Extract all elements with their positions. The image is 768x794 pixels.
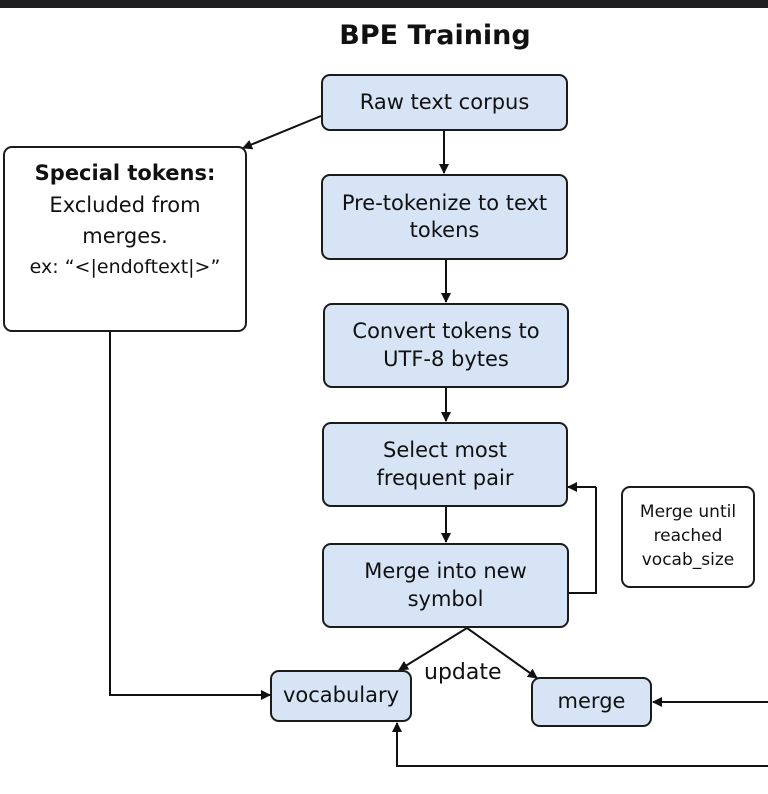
special-tokens-example: ex: “<|endoftext|>”	[29, 255, 221, 278]
merge-output-box: merge	[531, 677, 652, 727]
select-pair-label-line-1: Select most	[383, 438, 507, 463]
merge-until-line-3: vocab_size	[641, 549, 735, 570]
merge-until-note: Merge until reached vocab_size	[621, 486, 755, 588]
update-label: update	[424, 660, 502, 685]
merge-symbol-label-line-2: symbol	[407, 586, 484, 611]
arrow-special-to-vocabulary	[109, 332, 271, 700]
merge-output-label: merge	[557, 689, 626, 714]
special-tokens-line-2: merges.	[82, 224, 168, 248]
pretokenize-label-line-2: tokens	[409, 218, 480, 242]
convert-bytes-label-line-2: UTF-8 bytes	[383, 346, 509, 371]
merge-until-line-1: Merge until	[639, 502, 737, 523]
pretokenize-box: Pre-tokenize to text tokens	[321, 174, 568, 260]
merge-symbol-label-line-1: Merge into new	[364, 559, 527, 584]
select-pair-label-line-2: frequent pair	[376, 465, 514, 490]
arrow-corpus-to-special	[242, 115, 322, 150]
vocabulary-label: vocabulary	[282, 683, 400, 708]
pretokenize-label-line-1: Pre-tokenize to text	[341, 190, 548, 215]
arrow-bottom-into-vocabulary	[392, 722, 768, 767]
special-tokens-heading: Special tokens:	[34, 161, 216, 185]
merge-symbol-box: Merge into new symbol	[322, 543, 569, 628]
loop-right-side	[569, 487, 597, 594]
raw-corpus-label: Raw text corpus	[359, 89, 530, 114]
raw-corpus-box: Raw text corpus	[321, 74, 568, 131]
convert-bytes-label-line-1: Convert tokens to	[352, 319, 540, 344]
top-bar	[0, 0, 768, 8]
special-tokens-line-1: Excluded from	[49, 192, 201, 217]
arrow-merge-to-vocabulary	[398, 627, 468, 671]
vocabulary-box: vocabulary	[270, 670, 412, 722]
special-tokens-box: Special tokens: Excluded from merges. ex…	[3, 146, 247, 332]
select-pair-box: Select most frequent pair	[322, 422, 568, 507]
diagram-title: BPE Training	[339, 20, 531, 51]
convert-bytes-box: Convert tokens to UTF-8 bytes	[323, 303, 569, 388]
merge-until-line-2: reached	[653, 526, 723, 547]
arrow-merge-to-merge-output	[466, 627, 538, 679]
